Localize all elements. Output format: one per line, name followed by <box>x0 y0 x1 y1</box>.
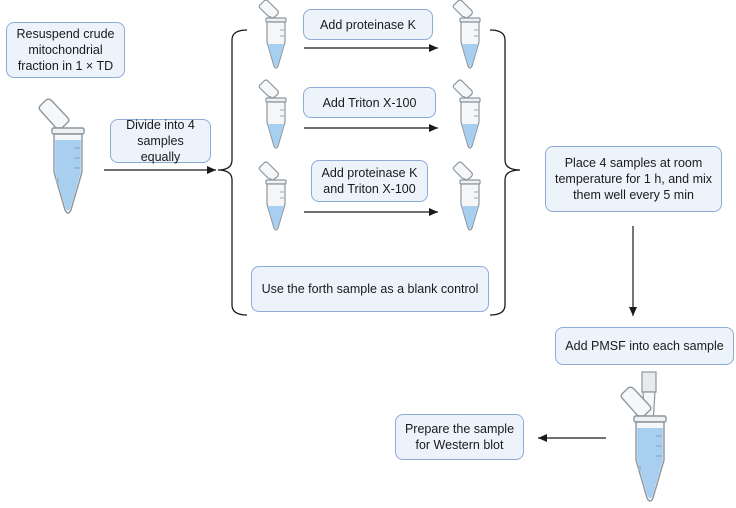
step-resuspend: Resuspend crude mitochondrial fraction i… <box>6 22 125 78</box>
step-add-triton: Add Triton X-100 <box>303 87 436 118</box>
step-prepare: Prepare the sample for Western blot <box>395 414 524 460</box>
microcentrifuge-tube-icon <box>452 79 481 149</box>
step-blank-control: Use the forth sample as a blank control <box>251 266 489 312</box>
curly-bracket-icon <box>217 29 248 316</box>
microcentrifuge-tube-icon <box>258 0 287 69</box>
microcentrifuge-tube-icon <box>452 161 481 231</box>
curly-bracket-icon <box>489 29 521 316</box>
step-add-both: Add proteinase K and Triton X-100 <box>311 160 428 202</box>
microcentrifuge-tube-icon <box>38 98 85 214</box>
microcentrifuge-tube-icon <box>452 0 481 69</box>
microcentrifuge-tube-icon <box>258 161 287 231</box>
step-divide: Divide into 4 samples equally <box>110 118 211 164</box>
step-add-pmsf: Add PMSF into each sample <box>555 327 734 365</box>
step-add-proteinase-k: Add proteinase K <box>303 9 433 40</box>
step-incubate: Place 4 samples at room temperature for … <box>545 146 722 212</box>
microcentrifuge-tube-icon <box>620 386 667 502</box>
microcentrifuge-tube-icon <box>258 79 287 149</box>
